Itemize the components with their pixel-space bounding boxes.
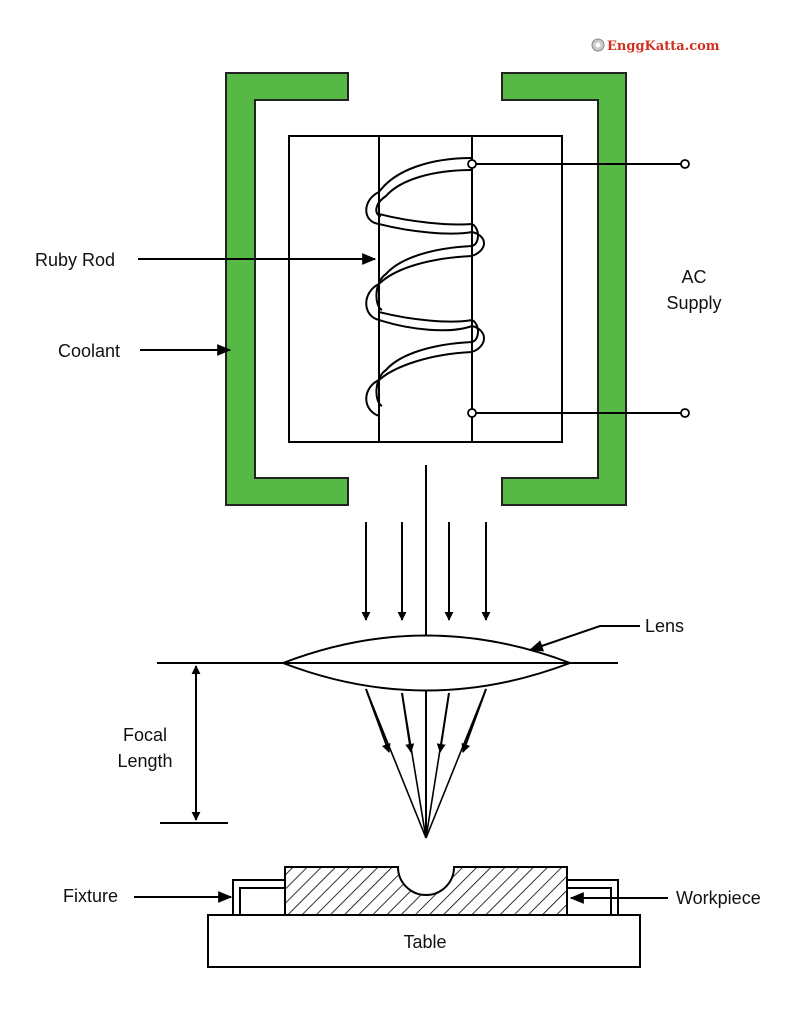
workpiece [284,866,568,916]
fixture-left [232,879,286,915]
label-workpiece: Workpiece [676,888,761,908]
converging-beams [365,688,487,839]
brand-text: EnggKatta.com [607,39,720,54]
coolant-jacket-right [501,72,627,506]
label-fixture: Fixture [63,886,118,906]
focal-length-dimension [160,665,228,824]
terminal-node [467,408,477,418]
ac-supply-leads [467,159,690,418]
ac-terminal [680,408,690,418]
leader-lines [134,253,668,904]
label-table: Table [403,932,446,952]
label-lens: Lens [645,616,684,636]
flash-tube-coil [365,157,485,417]
lamp-housing [288,135,563,443]
coolant-jacket [225,72,627,506]
label-ruby-rod: Ruby Rod [35,250,115,270]
label-ac: AC [681,267,706,287]
label-supply: Supply [666,293,721,313]
ruby-rod [378,136,473,442]
table [207,914,641,968]
gear-icon [591,38,605,52]
ac-terminal [680,159,690,169]
label-coolant: Coolant [58,341,120,361]
label-focal: Focal [123,725,167,745]
lens [157,634,618,692]
coolant-jacket-left [225,72,349,506]
label-length: Length [117,751,172,771]
brand-logo: EnggKatta.com [591,38,720,54]
workpiece-assembly [207,866,641,968]
terminal-node [467,159,477,169]
laser-beam-arrows [361,522,491,621]
